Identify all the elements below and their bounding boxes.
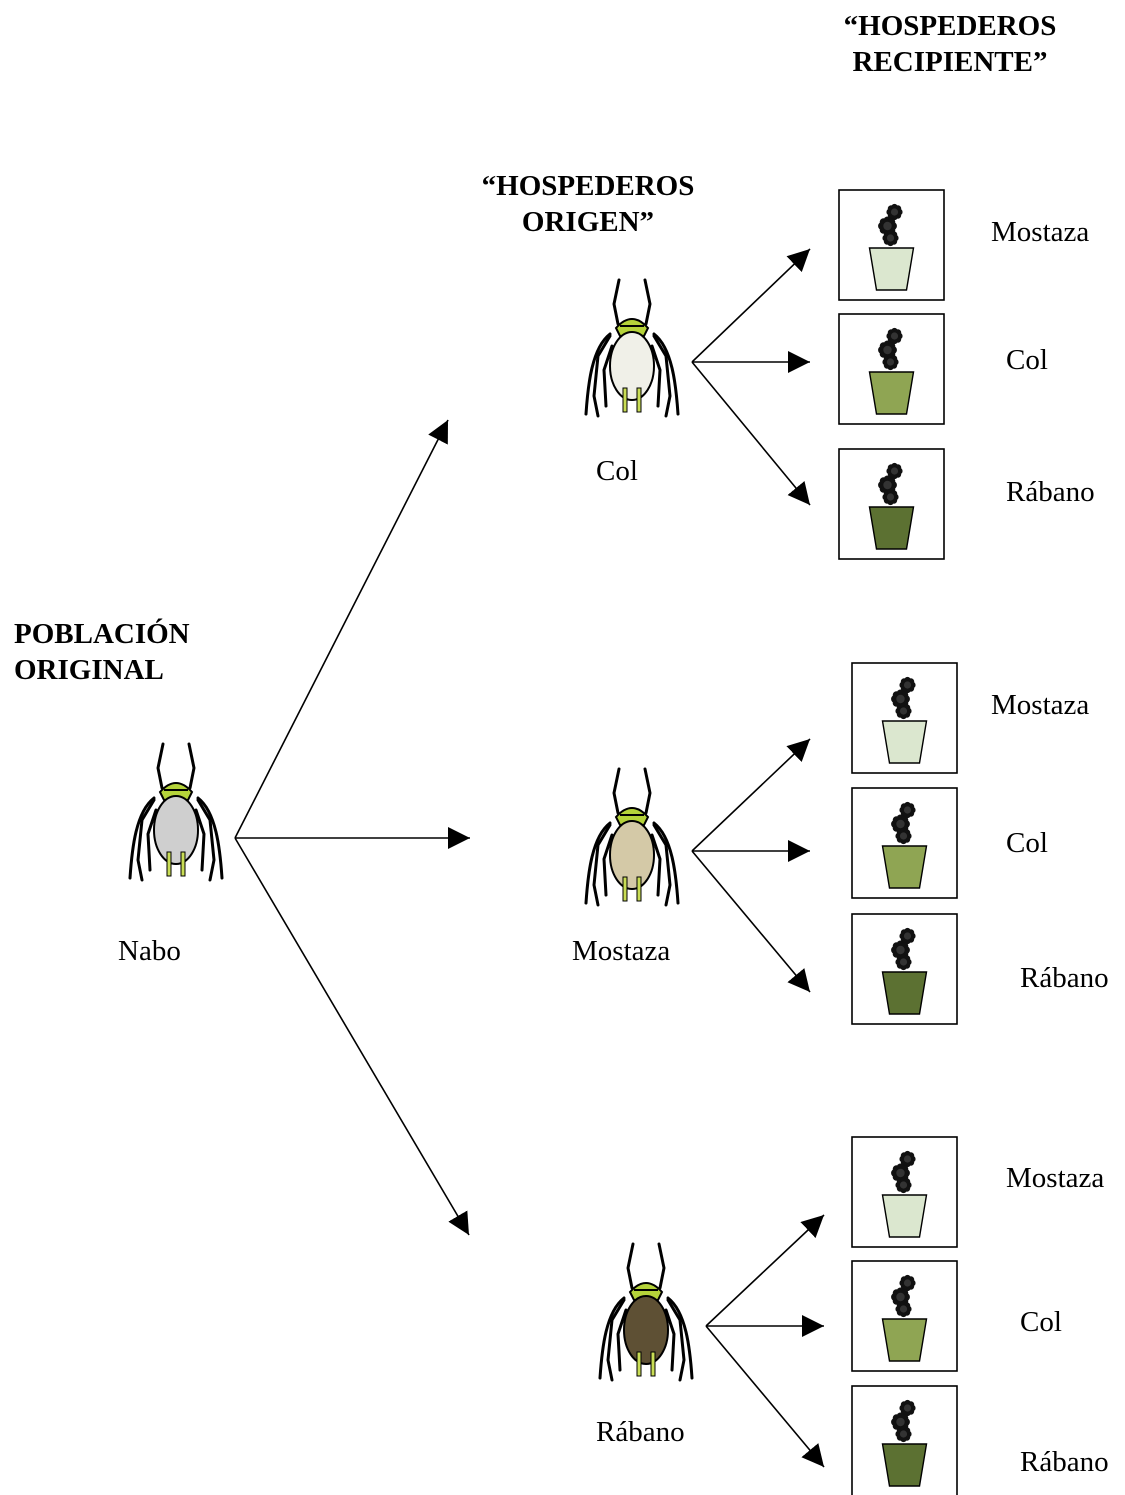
pot-icon bbox=[881, 971, 928, 1015]
flower-icon bbox=[891, 676, 916, 720]
flower-icon bbox=[891, 1274, 916, 1318]
potted-plant-icon bbox=[851, 1136, 958, 1248]
arrows-original bbox=[234, 419, 470, 1236]
flower-icon bbox=[878, 327, 903, 371]
origin-host-label-rabano: Rábano bbox=[596, 1416, 685, 1448]
recipient-label-col: Col bbox=[1020, 1306, 1062, 1338]
arrow-original-to-col bbox=[234, 419, 449, 839]
arrow-col-to-rabano bbox=[691, 361, 811, 506]
pot-icon bbox=[868, 506, 915, 550]
header-recipient-hosts: “HOSPEDEROS RECIPIENTE” bbox=[800, 8, 1100, 80]
flower-icon bbox=[878, 462, 903, 506]
recipient-label-rabano: Rábano bbox=[1020, 962, 1109, 994]
header-original-line2: ORIGINAL bbox=[14, 654, 164, 686]
potted-plant-icon bbox=[851, 787, 958, 899]
arrows-recipient bbox=[691, 248, 825, 1468]
potted-plant-icon bbox=[851, 1260, 958, 1372]
flower-icon bbox=[878, 203, 903, 247]
pot-icon bbox=[881, 845, 928, 889]
flower-icon bbox=[891, 801, 916, 845]
pot-icon bbox=[881, 1194, 928, 1238]
arrow-mostaza-to-rabano bbox=[691, 850, 811, 993]
potted-plant-icon bbox=[851, 913, 958, 1025]
pot-icon bbox=[881, 1318, 928, 1362]
aphid-icon-original bbox=[128, 742, 224, 882]
header-origin-hosts: “HOSPEDEROS ORIGEN” bbox=[470, 168, 706, 240]
pot-icon bbox=[868, 371, 915, 415]
recipient-label-rabano: Rábano bbox=[1020, 1446, 1109, 1478]
recipient-label-rabano: Rábano bbox=[1006, 476, 1095, 508]
flower-icon bbox=[891, 1399, 916, 1443]
header-recipient-line2: RECIPIENTE” bbox=[852, 46, 1048, 78]
arrow-col-to-mostaza bbox=[691, 248, 811, 363]
potted-plant-icon bbox=[851, 662, 958, 774]
origin-host-label-col: Col bbox=[596, 455, 638, 487]
insects bbox=[128, 278, 694, 1382]
recipient-label-col: Col bbox=[1006, 827, 1048, 859]
flower-icon bbox=[891, 1150, 916, 1194]
header-recipient-line1: “HOSPEDEROS bbox=[843, 10, 1057, 42]
arrow-mostaza-to-mostaza bbox=[691, 738, 811, 852]
recipient-label-col: Col bbox=[1006, 344, 1048, 376]
origin-host-label-mostaza: Mostaza bbox=[572, 935, 671, 967]
original-population-label: Nabo bbox=[118, 935, 181, 967]
potted-plant-icon bbox=[838, 448, 945, 560]
recipient-label-mostaza: Mostaza bbox=[991, 689, 1090, 721]
header-original-line1: POBLACIÓN bbox=[14, 618, 190, 650]
arrow-rabano-to-mostaza bbox=[705, 1214, 825, 1327]
header-origin-line2: ORIGEN” bbox=[521, 206, 655, 238]
recipient-label-mostaza: Mostaza bbox=[1006, 1162, 1105, 1194]
aphid-icon-origin-1 bbox=[584, 767, 680, 907]
pot-icon bbox=[881, 720, 928, 764]
aphid-icon-origin-0 bbox=[584, 278, 680, 418]
pot-icon bbox=[868, 247, 915, 291]
pot-icon bbox=[881, 1443, 928, 1487]
aphid-icon-origin-2 bbox=[598, 1242, 694, 1382]
arrow-rabano-to-rabano bbox=[705, 1325, 825, 1468]
header-origin-line1: “HOSPEDEROS bbox=[481, 170, 695, 202]
flower-icon bbox=[891, 927, 916, 971]
plants bbox=[838, 189, 958, 1495]
potted-plant-icon bbox=[838, 313, 945, 425]
arrow-original-to-rabano bbox=[234, 837, 470, 1236]
header-original-population: POBLACIÓN ORIGINAL bbox=[14, 616, 190, 688]
recipient-label-mostaza: Mostaza bbox=[991, 216, 1090, 248]
potted-plant-icon bbox=[838, 189, 945, 301]
potted-plant-icon bbox=[851, 1385, 958, 1495]
